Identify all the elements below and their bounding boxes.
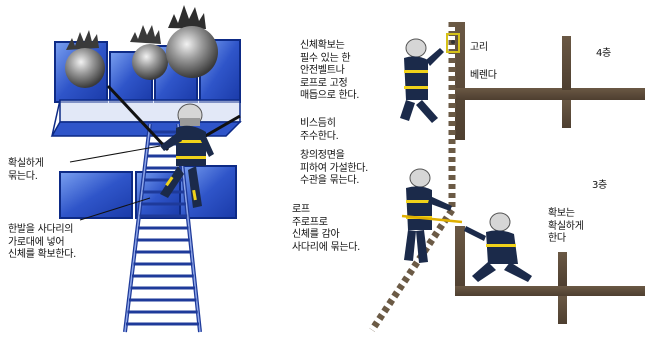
label-body-secure-belt: 신체확보는 필수 있는 한 안전벨트나 로프로 고정 매듭으로 한다. <box>300 40 360 101</box>
ladder-right <box>369 22 456 332</box>
label-avoid-window: 창의정면을 피하여 가설한다. 수관을 묶는다. <box>300 150 369 186</box>
label-tie-securely: 확실하게 묶는다. <box>8 158 44 182</box>
smoke-flames <box>65 5 218 88</box>
label-balcony: 베렌다 <box>470 70 497 81</box>
firefighter-left-icon <box>160 103 214 208</box>
firefighter-upper-right-icon <box>400 38 444 123</box>
label-floor-4: 4층 <box>596 48 611 59</box>
wall-structure <box>455 22 645 324</box>
firefighter-middle-right-icon <box>401 168 463 263</box>
firefighter-kneeling-icon <box>464 212 532 282</box>
label-rope-tie: 로프 주로프로 신체를 감아 사다리에 묶는다. <box>292 204 361 253</box>
hook-icon <box>446 33 460 53</box>
label-hook: 고리 <box>470 42 488 53</box>
label-leg-through-rung: 한발을 사다리의 가로대에 넣어 신체를 확보한다. <box>8 224 77 260</box>
label-spray-diagonally: 비스듬히 주수한다. <box>300 118 339 142</box>
ladder-rungs <box>126 130 199 326</box>
label-secure-firmly: 확보는 확실하게 한다 <box>548 208 584 244</box>
label-floor-3: 3층 <box>592 180 607 191</box>
